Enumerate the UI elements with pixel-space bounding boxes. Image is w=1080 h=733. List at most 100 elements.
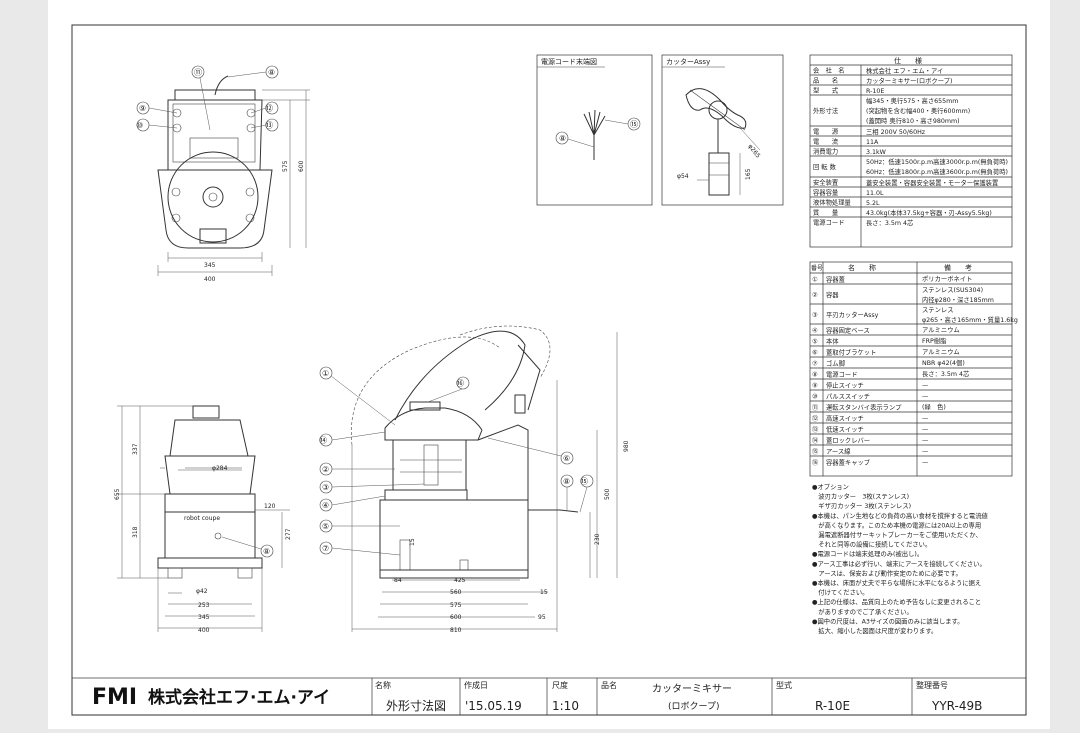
top-callout-12: ⑫: [265, 104, 273, 113]
bottom-dim-42: φ42: [196, 588, 208, 595]
part-no: ⑬: [812, 426, 819, 434]
top-callout-10: ⑩: [136, 121, 143, 130]
side-dim-980: 980: [623, 440, 630, 452]
note-line: が高くなります。このため本機の電源には20A以上の専用: [812, 520, 981, 529]
spec-value: 50Hz：低速1500r.p.m高速3000r.p.m(無負荷時): [866, 157, 1008, 166]
spec-label: 会 社 名: [813, 66, 844, 75]
top-callout-9: ⑨: [139, 104, 146, 113]
part-note: —: [922, 415, 928, 422]
side-callout-16: ⑯: [456, 379, 464, 388]
part-name: 平刃カッターAssy: [826, 310, 879, 319]
side-dim-95: 95: [538, 614, 546, 621]
spec-label: 電源コード: [813, 218, 844, 227]
cord-callout-15: ⑮: [630, 120, 638, 129]
spec-value: 幅345・奥行575・高さ655mm: [866, 96, 958, 105]
cord-callout-8: ⑧: [559, 134, 566, 143]
part-no: ⑮: [812, 448, 819, 456]
part-note: 長さ：3.5m 4芯: [922, 369, 969, 378]
side-callout-4: ④: [322, 501, 329, 510]
spec-value: 5.2L: [866, 200, 880, 207]
note-line: 波刃カッター 3枚(ステンレス): [812, 492, 909, 501]
value-product-sub: (ロボクープ): [668, 701, 719, 712]
part-name: ゴム脚: [826, 359, 845, 368]
value-model: R-10E: [815, 699, 850, 713]
cutter-dim-54: φ54: [677, 173, 689, 180]
part-name: 低速スイッチ: [826, 425, 864, 434]
part-name: 蓋ロックレバー: [826, 436, 870, 445]
part-note: —: [922, 382, 928, 389]
spec-value: 60Hz：低速1800r.p.m高速3600r.p.m(無負荷時): [866, 167, 1008, 176]
label-scale: 尺度: [552, 680, 568, 690]
side-callout-8: ⑧: [563, 477, 570, 486]
part-name: 高速スイッチ: [826, 414, 864, 423]
note-line: ●オプション: [812, 483, 849, 491]
cutter-assy-detail: カッターAssy φ265 φ54 165: [661, 54, 784, 206]
bottom-dim-400: 400: [198, 627, 210, 634]
part-note: —: [922, 393, 928, 400]
spec-value: 11A: [866, 139, 879, 146]
parts-col-no: 番号: [811, 265, 823, 272]
front-view-top: ⑪ ⑧ ⑨ ⑩ ⑫ ⑬ 345 400 575 600: [136, 65, 310, 283]
note-line: がありますのでご了承ください。: [812, 607, 913, 616]
value-number: YYR-49B: [931, 699, 982, 713]
part-note: アルミニウム: [922, 326, 960, 334]
label-product: 品名: [601, 680, 617, 690]
spec-value: 11.0L: [866, 190, 884, 197]
spec-value: (蓋開時 奥行810・高さ980mm): [866, 116, 960, 125]
part-name: 運転スタンバイ表示ランプ: [826, 403, 902, 412]
side-dim-230: 230: [594, 533, 601, 545]
spec-value: カッターミキサー(ロボクープ): [866, 76, 952, 85]
part-no: ⑥: [812, 350, 818, 357]
side-dim-500: 500: [604, 488, 611, 500]
spec-label: 型 式: [813, 86, 839, 95]
side-dim-15a: 15: [409, 538, 416, 546]
value-scale: 1:10: [552, 699, 579, 713]
side-dim-575: 575: [450, 602, 462, 609]
part-name: アース線: [826, 447, 851, 456]
spec-label: 消費電力: [813, 147, 838, 156]
part-no: ⑩: [812, 394, 818, 401]
side-callout-15: ⑮: [580, 477, 588, 486]
spec-value: 三相 200V 50/60Hz: [866, 127, 926, 136]
part-note: FRP樹脂: [922, 336, 947, 345]
part-no: ⑭: [812, 437, 819, 445]
side-dim-15b: 15: [540, 589, 548, 596]
label-number: 整理番号: [916, 680, 948, 690]
note-line: ●電源コードは端末処理のみ(被出し)。: [812, 549, 923, 558]
part-name: 電源コード: [826, 370, 857, 379]
part-no: ⑪: [812, 404, 819, 412]
spec-label: 外形寸法: [813, 106, 838, 115]
bottom-dim-318: 318: [132, 526, 139, 538]
value-product: カッターミキサー: [652, 683, 732, 695]
part-no: ⑧: [812, 372, 818, 379]
cord-end-detail: 電源コード末端図 ⑧ ⑮: [536, 54, 653, 206]
part-note: —: [922, 437, 928, 444]
paper: [48, 0, 1050, 729]
side-callout-2: ②: [322, 465, 329, 474]
part-no: ⑫: [812, 415, 819, 423]
side-callout-7: ⑦: [322, 544, 329, 553]
spec-header: 仕 様: [894, 56, 922, 65]
bottom-dim-253: 253: [198, 602, 210, 609]
part-name: 蓋取付ブラケット: [826, 348, 876, 357]
part-note: NBR φ42(4個): [922, 359, 965, 367]
bottom-logo: robot coupe: [184, 515, 220, 522]
part-name: 容器蓋: [826, 275, 845, 284]
spec-label: 容器容量: [813, 188, 839, 197]
title-block: FMI 株式会社エフ·エム·アイ 名称 外形寸法図 作成日 '15.05.19 …: [71, 677, 1027, 716]
cord-detail-title: 電源コード末端図: [541, 57, 597, 66]
part-note: アルミニウム: [922, 348, 960, 356]
part-name: パルススイッチ: [826, 393, 870, 401]
top-callout-13: ⑬: [265, 121, 273, 130]
note-line: 付けてください。: [812, 588, 868, 597]
part-no: ⑨: [812, 383, 818, 390]
part-name: 容器: [826, 290, 839, 299]
bottom-dim-277: 277: [285, 528, 292, 540]
spec-label: 質 量: [813, 208, 839, 217]
spec-value: 43.0kg(本体37.5kg+容器・刃-Assy5.5kg): [866, 208, 992, 217]
note-line: それと同等の設備に接続してください。: [812, 540, 931, 549]
